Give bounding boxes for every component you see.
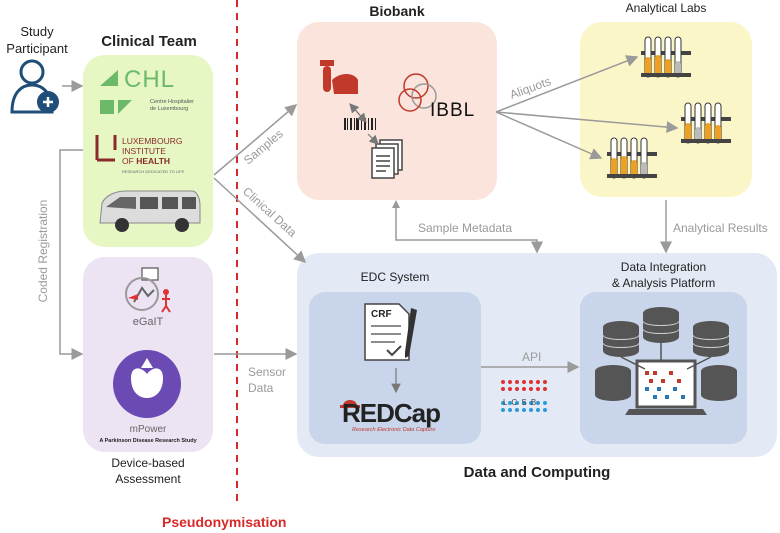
- lcsb-dot: [529, 408, 533, 412]
- device-assessment-label-line1: Device-based: [111, 456, 185, 470]
- sensor-data-label-line2: Data: [248, 381, 274, 395]
- lcsb-dot: [543, 408, 547, 412]
- edc-system-title: EDC System: [360, 270, 430, 284]
- lcsb-dot: [508, 408, 512, 412]
- sample-metadata-label: Sample Metadata: [418, 221, 513, 235]
- lcsb-dot: [515, 387, 519, 391]
- data-computing-title: Data and Computing: [463, 464, 611, 481]
- platform-title-line2: & Analysis Platform: [611, 276, 716, 290]
- chl-logo: [100, 70, 132, 114]
- clinical-data-arrow: [213, 177, 307, 264]
- samples-arrow: [213, 104, 298, 176]
- mpower-label: mPower: [129, 424, 167, 435]
- lcsb-dot: [522, 408, 526, 412]
- lih-line3-health: HEALTH: [136, 156, 171, 166]
- egait-icon: [125, 267, 171, 313]
- platform-title-line1: Data Integration: [620, 260, 707, 274]
- crf-label: CRF: [371, 309, 392, 320]
- lcsb-dot: [508, 401, 512, 405]
- sample-metadata-line: [395, 206, 543, 254]
- lcsb-dot: [529, 380, 533, 384]
- lcsb-dot: [501, 408, 505, 412]
- participant-icon: [10, 59, 59, 114]
- lih-line3-of: OF: [122, 156, 134, 166]
- lcsb-dot: [536, 380, 540, 384]
- egait-label: eGaIT: [132, 316, 164, 328]
- lih-line3: OF HEALTH: [122, 156, 182, 166]
- lih-tagline: RESEARCH DEDICATED TO LIFE: [122, 169, 185, 174]
- analytical-results-label: Analytical Results: [673, 221, 768, 235]
- chl-name: CHL: [124, 66, 176, 93]
- aliquots-arrow-1: [495, 55, 639, 113]
- documents-icon: [371, 139, 403, 179]
- lcsb-dot: [501, 380, 505, 384]
- lcsb-dot: [501, 387, 505, 391]
- clinical-team-title: Clinical Team: [101, 33, 197, 50]
- barcode-icon: [344, 118, 376, 130]
- lcsb-dot: [515, 408, 519, 412]
- participant-label: Study Participant: [0, 23, 74, 57]
- van-icon: [99, 190, 201, 232]
- lcsb-dot: [529, 387, 533, 391]
- lih-text: LUXEMBOURG INSTITUTE OF HEALTH: [122, 136, 182, 166]
- lcsb-dot: [543, 387, 547, 391]
- analytical-labs-title: Analytical Labs: [625, 1, 707, 15]
- chl-subtitle-line2: de Luxembourg: [150, 106, 189, 112]
- redcap-label: REDCap: [342, 398, 441, 428]
- lcsb-dot: [529, 401, 533, 405]
- mpower-subtitle: A Parkinson Disease Research Study: [99, 438, 197, 444]
- sensor-data-label: Sensor Data: [248, 364, 286, 396]
- platform-title: Data Integration & Analysis Platform: [580, 259, 747, 291]
- redcap-subtitle: Research Electronic Data Capture: [352, 427, 436, 433]
- test-tubes-icon-3: [607, 137, 657, 179]
- lih-logo: [95, 135, 117, 162]
- lcsb-dot: [543, 380, 547, 384]
- database-laptop-icon: [595, 307, 737, 415]
- lcsb-dot: [515, 401, 519, 405]
- lcsb-dot: [543, 401, 547, 405]
- lcsb-dot: [508, 387, 512, 391]
- lcsb-dot: [515, 380, 519, 384]
- participant-label-line1: Study: [20, 24, 54, 39]
- device-assessment-label-line2: Assessment: [115, 472, 181, 486]
- lcsb-dot: [536, 401, 540, 405]
- api-label: API: [522, 350, 542, 364]
- mpower-icon: [113, 350, 181, 418]
- coded-registration-label: Coded Registration: [36, 199, 50, 303]
- redcap-logo-icon: [340, 400, 360, 408]
- database-icon: [642, 307, 680, 343]
- lcsb-dot: [522, 387, 526, 391]
- lcsb-dot: [536, 387, 540, 391]
- participant-label-line2: Participant: [6, 41, 68, 56]
- sample-tube-icon: [320, 60, 358, 94]
- aliquots-arrow-2: [495, 111, 679, 134]
- aliquots-arrow-3: [495, 111, 603, 160]
- ibbl-logo-circles: [398, 73, 437, 112]
- ibbl-label: IBBL: [430, 100, 476, 121]
- lcsb-dot: [501, 401, 505, 405]
- lcsb-dot: [522, 380, 526, 384]
- chl-subtitle-line1: Centre Hospitalier: [150, 99, 195, 105]
- lcsb-dot: [536, 408, 540, 412]
- lcsb-label: L C S B: [503, 398, 538, 407]
- sensor-data-label-line1: Sensor: [248, 365, 287, 379]
- crf-document-icon: [364, 303, 417, 361]
- lcsb-dot: [508, 380, 512, 384]
- device-assessment-label: Device-based Assessment: [83, 455, 213, 487]
- lih-line2: INSTITUTE: [122, 146, 166, 156]
- biobank-title: Biobank: [369, 3, 425, 19]
- lih-line1: LUXEMBOURG: [122, 136, 183, 146]
- pseudonymisation-label: Pseudonymisation: [162, 514, 287, 530]
- test-tubes-icon-1: [641, 36, 691, 78]
- chl-subtitle: Centre Hospitalier de Luxembourg: [150, 99, 194, 113]
- lcsb-logo-dots: [501, 380, 547, 412]
- test-tubes-icon-2: [681, 102, 731, 144]
- coded-registration-line: [59, 149, 84, 360]
- lcsb-dot: [522, 401, 526, 405]
